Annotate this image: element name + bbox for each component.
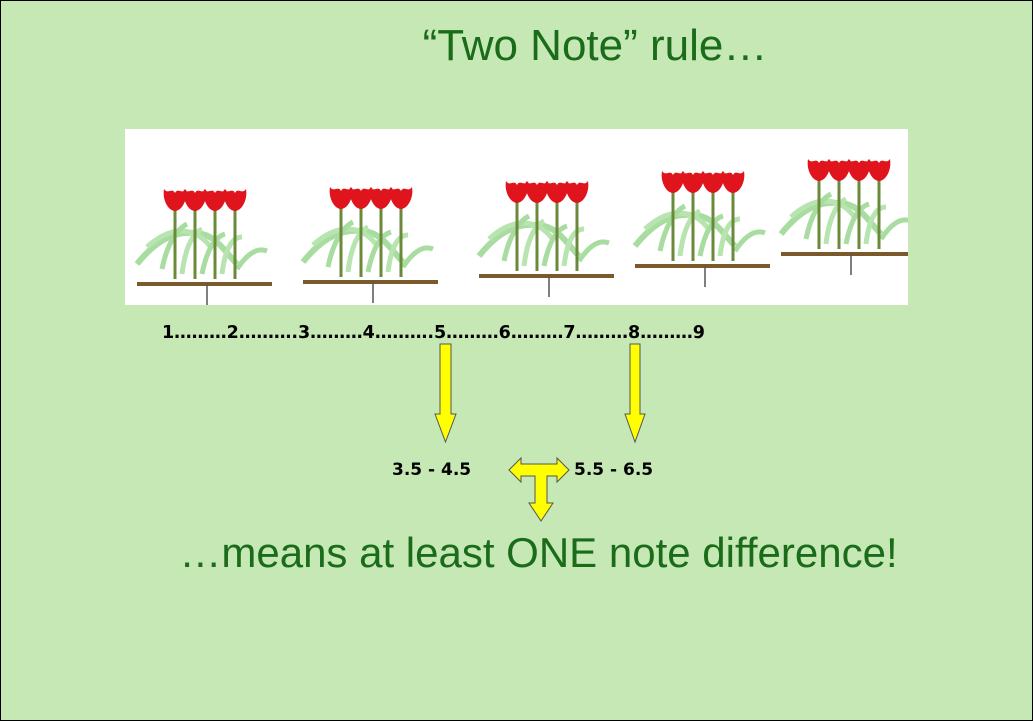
down-arrow-icon bbox=[435, 344, 456, 442]
down-arrow-icon bbox=[625, 344, 645, 442]
double-arrow-icon bbox=[509, 458, 569, 521]
range-left-label: 3.5 - 4.5 bbox=[392, 460, 471, 480]
range-right-label: 5.5 - 6.5 bbox=[574, 460, 653, 480]
conclusion-text: …means at least ONE note difference! bbox=[1, 529, 1032, 577]
